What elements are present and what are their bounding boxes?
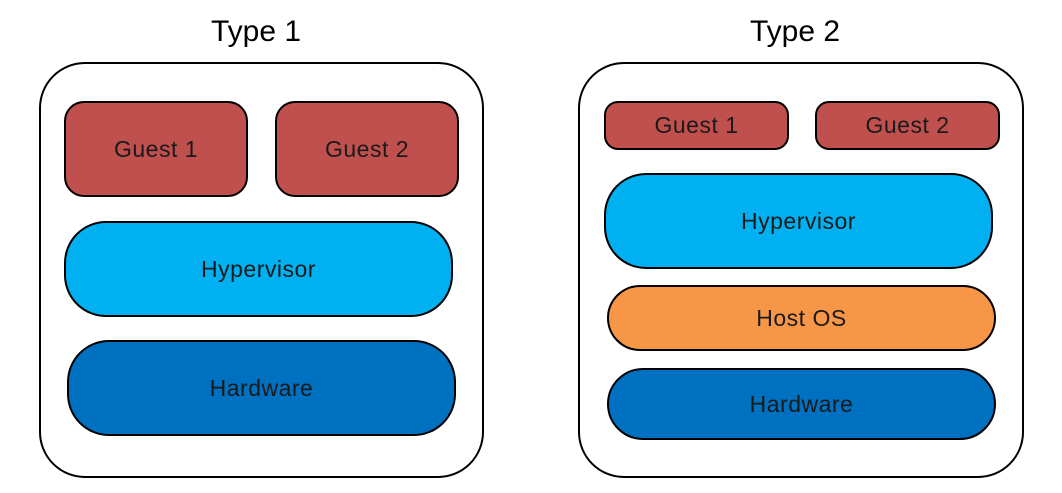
type1-hardware-block: Hardware [67, 340, 456, 436]
type1-title: Type 1 [210, 15, 302, 48]
type2-hypervisor-block: Hypervisor [604, 173, 993, 269]
type2-guest2-block: Guest 2 [815, 101, 1000, 150]
type1-guest1-block: Guest 1 [64, 101, 248, 197]
type2-guest1-block: Guest 1 [604, 101, 789, 150]
type2-hardware-block: Hardware [607, 368, 996, 440]
type2-host-os-block: Host OS [607, 285, 996, 351]
type1-hypervisor-block: Hypervisor [64, 221, 453, 317]
type1-guest2-block: Guest 2 [275, 101, 459, 197]
type2-title: Type 2 [749, 15, 841, 48]
